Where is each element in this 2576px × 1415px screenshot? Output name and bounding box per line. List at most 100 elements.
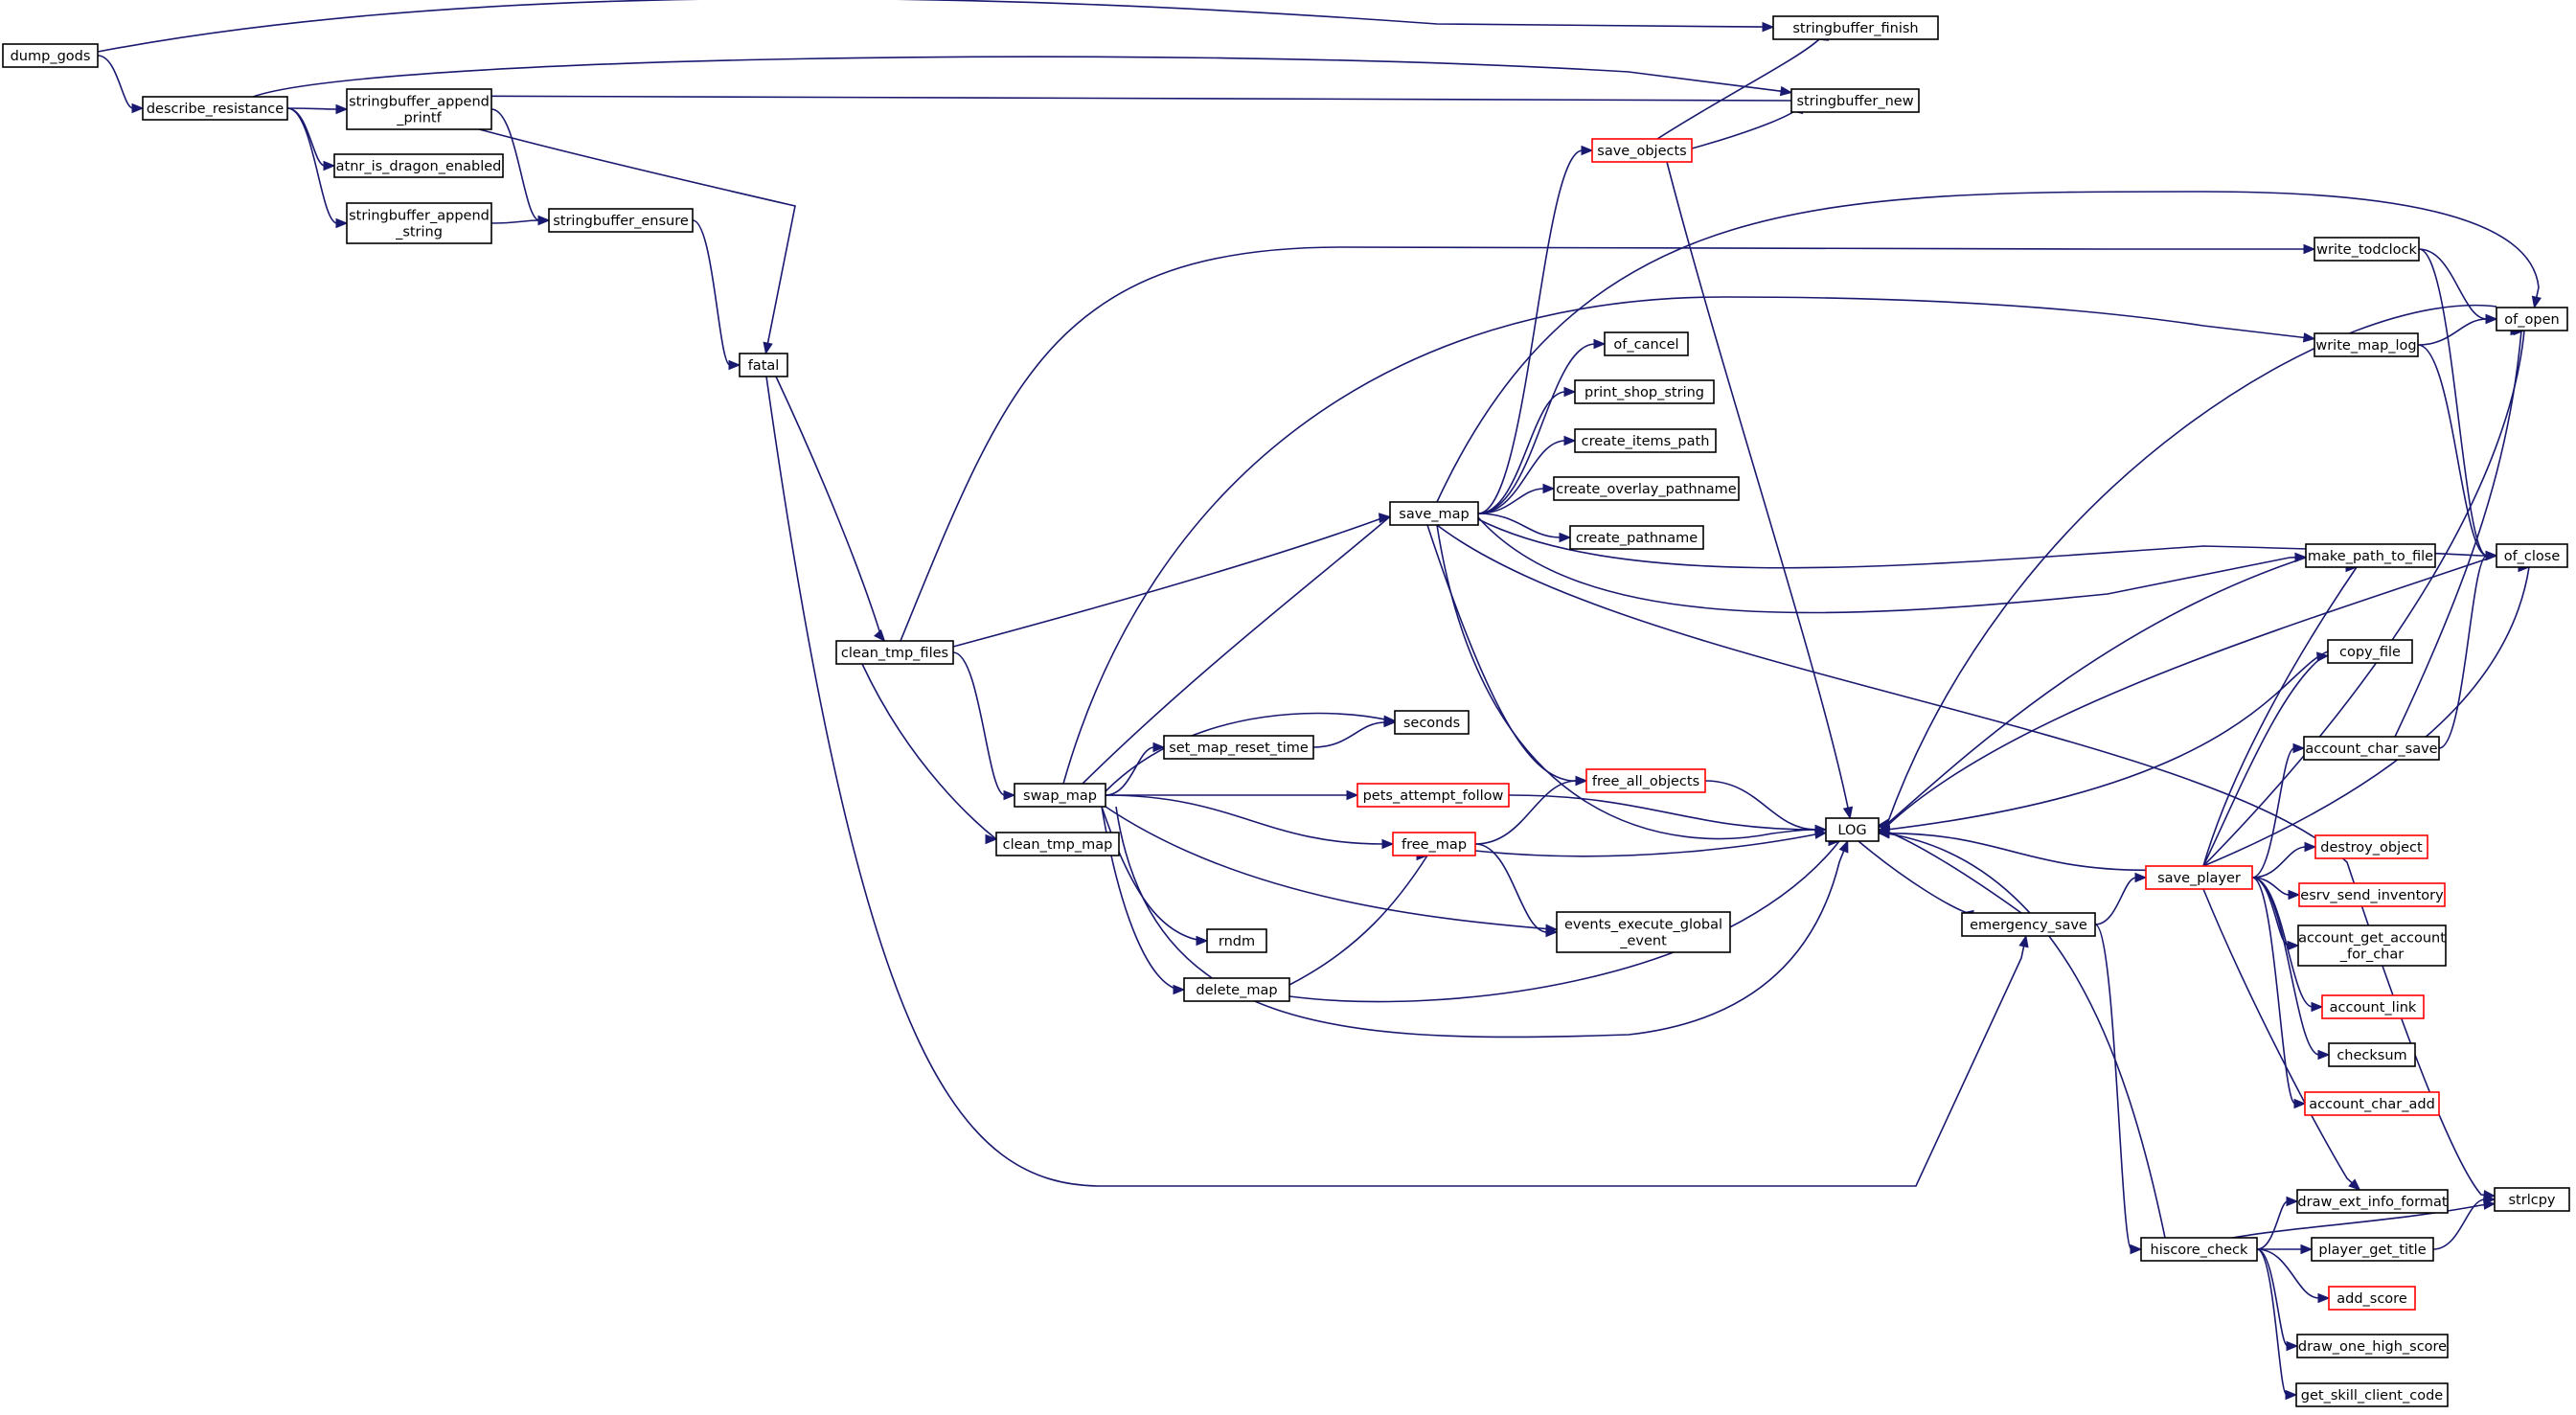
- node-draw_ext_info_format[interactable]: draw_ext_info_format: [2296, 1189, 2449, 1214]
- node-set_map_reset_time[interactable]: set_map_reset_time: [1163, 735, 1314, 760]
- node-fatal[interactable]: fatal: [739, 353, 788, 377]
- node-create_overlay_pathname[interactable]: create_overlay_pathname: [1553, 476, 1740, 501]
- node-label-stringbuffer_ensure: stringbuffer_ensure: [553, 214, 689, 229]
- node-account_get_account_for_char[interactable]: account_get_account_for_char: [2297, 924, 2447, 967]
- node-of_open[interactable]: of_open: [2496, 307, 2568, 331]
- node-box-pets_attempt_follow: [1356, 783, 1510, 808]
- edge-save_map-to-of_cancel: [1477, 338, 1607, 514]
- node-box-rndm: [1206, 928, 1267, 953]
- node-print_shop_string[interactable]: print_shop_string: [1574, 379, 1715, 404]
- node-box-get_skill_client_code: [2295, 1382, 2449, 1407]
- edge-save_map-to-create_overlay_pathname: [1477, 483, 1556, 514]
- node-free_all_objects[interactable]: free_all_objects: [1585, 768, 1706, 793]
- node-label-hiscore_check: hiscore_check: [2151, 1243, 2248, 1258]
- node-describe_resistance[interactable]: describe_resistance: [142, 96, 288, 121]
- node-label-swap_map: swap_map: [1023, 788, 1097, 804]
- edge-LOG-to-emergency_save: [1858, 840, 1974, 921]
- node-destroy_object[interactable]: destroy_object: [2314, 834, 2428, 859]
- edge-swap_map-to-pets_attempt_follow: [1106, 789, 1359, 801]
- node-label-add_score: add_score: [2337, 1291, 2407, 1307]
- node-label-stringbuffer_append_string-line2: _string: [395, 225, 443, 240]
- node-create_pathname[interactable]: create_pathname: [1569, 525, 1704, 550]
- node-label-strlcpy: strlcpy: [2509, 1193, 2556, 1208]
- node-atnr_is_dragon_enabled[interactable]: atnr_is_dragon_enabled: [333, 153, 504, 178]
- edge-describe_resistance-to-atnr_is_dragon_enabled: [286, 107, 336, 171]
- node-esrv_send_inventory[interactable]: esrv_send_inventory: [2298, 882, 2446, 907]
- node-checksum[interactable]: checksum: [2328, 1042, 2416, 1067]
- node-box-seconds: [1394, 710, 1470, 735]
- node-account_char_add[interactable]: account_char_add: [2304, 1091, 2440, 1116]
- node-delete_map[interactable]: delete_map: [1183, 977, 1290, 1002]
- node-box-create_items_path: [1574, 428, 1717, 453]
- node-label-stringbuffer_append_printf-line1: stringbuffer_append: [349, 95, 490, 110]
- node-make_path_to_file[interactable]: make_path_to_file: [2305, 543, 2436, 568]
- node-box-create_pathname: [1569, 525, 1704, 550]
- node-save_objects[interactable]: save_objects: [1591, 138, 1693, 163]
- node-get_skill_client_code[interactable]: get_skill_client_code: [2295, 1382, 2449, 1407]
- node-seconds[interactable]: seconds: [1394, 710, 1470, 735]
- node-box-clean_tmp_files: [835, 640, 954, 665]
- node-account_char_save[interactable]: account_char_save: [2303, 736, 2440, 761]
- node-pets_attempt_follow[interactable]: pets_attempt_follow: [1356, 783, 1510, 808]
- edge-account_char_save-to-of_close: [2438, 550, 2498, 749]
- node-of_cancel[interactable]: of_cancel: [1604, 331, 1689, 356]
- node-hiscore_check[interactable]: hiscore_check: [2140, 1237, 2258, 1262]
- node-label-account_get_account_for_char-line2: _for_char: [2339, 947, 2404, 963]
- edge-save_player-to-make_path_to_file: [2202, 561, 2359, 867]
- edge-make_path_to_file-to-LOG: [1877, 557, 2307, 829]
- node-write_map_log[interactable]: write_map_log: [2314, 332, 2419, 357]
- node-clean_tmp_map[interactable]: clean_tmp_map: [995, 832, 1120, 856]
- node-box-atnr_is_dragon_enabled: [333, 153, 504, 178]
- node-box-player_get_title: [2311, 1237, 2434, 1262]
- node-events_execute_global_event[interactable]: events_execute_global_event: [1556, 911, 1731, 953]
- node-box-draw_one_high_score: [2296, 1334, 2449, 1358]
- node-swap_map[interactable]: swap_map: [1014, 783, 1106, 808]
- node-player_get_title[interactable]: player_get_title: [2311, 1237, 2434, 1262]
- node-stringbuffer_append_string[interactable]: stringbuffer_append_string: [346, 202, 492, 244]
- node-box-draw_ext_info_format: [2296, 1189, 2449, 1214]
- node-create_items_path[interactable]: create_items_path: [1574, 428, 1717, 453]
- node-save_map[interactable]: save_map: [1389, 501, 1479, 526]
- node-label-make_path_to_file: make_path_to_file: [2308, 549, 2433, 564]
- node-box-hiscore_check: [2140, 1237, 2258, 1262]
- nodes-layer: dump_gods describe_resistance stringbuffer…: [2, 15, 2570, 1407]
- node-account_link[interactable]: account_link: [2321, 994, 2425, 1019]
- node-add_score[interactable]: add_score: [2328, 1286, 2416, 1311]
- edge-write_map_log-to-of_close: [2417, 344, 2498, 561]
- node-copy_file[interactable]: copy_file: [2327, 639, 2413, 664]
- node-label-of_open: of_open: [2504, 312, 2559, 328]
- node-box-fatal: [739, 353, 788, 377]
- node-label-delete_map: delete_map: [1196, 983, 1277, 998]
- node-rndm[interactable]: rndm: [1206, 928, 1267, 953]
- edge-save_map-to-free_all_objects: [1426, 524, 1588, 787]
- edge-free_all_objects-to-LOG: [1704, 780, 1828, 835]
- edge-save_map-to-of_open: [1436, 191, 2542, 503]
- node-label-player_get_title: player_get_title: [2318, 1243, 2426, 1258]
- node-dump_gods[interactable]: dump_gods: [2, 43, 99, 68]
- node-write_todclock[interactable]: write_todclock: [2314, 237, 2420, 262]
- edge-save_player-to-copy_file: [2202, 651, 2330, 867]
- node-stringbuffer_finish[interactable]: stringbuffer_finish: [1772, 15, 1939, 40]
- node-stringbuffer_append_printf[interactable]: stringbuffer_append_printf: [346, 88, 492, 130]
- node-label-account_char_save: account_char_save: [2305, 742, 2437, 757]
- node-clean_tmp_files[interactable]: clean_tmp_files: [835, 640, 954, 665]
- edge-swap_map-to-rndm: [1101, 806, 1209, 947]
- edges-layer: [97, 0, 2542, 1401]
- node-strlcpy[interactable]: strlcpy: [2494, 1187, 2570, 1212]
- node-stringbuffer_ensure[interactable]: stringbuffer_ensure: [548, 208, 694, 233]
- node-emergency_save[interactable]: emergency_save: [1961, 912, 2096, 937]
- node-box-account_get_account_for_char: [2297, 924, 2447, 967]
- node-label-events_execute_global_event-line2: _event: [1619, 934, 1667, 949]
- edge-save_player-to-of_close: [2202, 561, 2531, 867]
- node-LOG[interactable]: LOG: [1825, 817, 1880, 842]
- node-label-draw_ext_info_format: draw_ext_info_format: [2297, 1195, 2447, 1210]
- node-save_player[interactable]: save_player: [2145, 865, 2253, 890]
- node-of_close[interactable]: of_close: [2496, 543, 2568, 568]
- node-box-esrv_send_inventory: [2298, 882, 2446, 907]
- node-free_map[interactable]: free_map: [1392, 832, 1476, 856]
- edge-free_map-to-LOG: [1474, 829, 1828, 857]
- node-stringbuffer_new[interactable]: stringbuffer_new: [1790, 88, 1920, 113]
- node-label-pets_attempt_follow: pets_attempt_follow: [1363, 788, 1504, 804]
- edge-hiscore_check-to-LOG: [1877, 829, 2166, 1239]
- node-draw_one_high_score[interactable]: draw_one_high_score: [2296, 1334, 2449, 1358]
